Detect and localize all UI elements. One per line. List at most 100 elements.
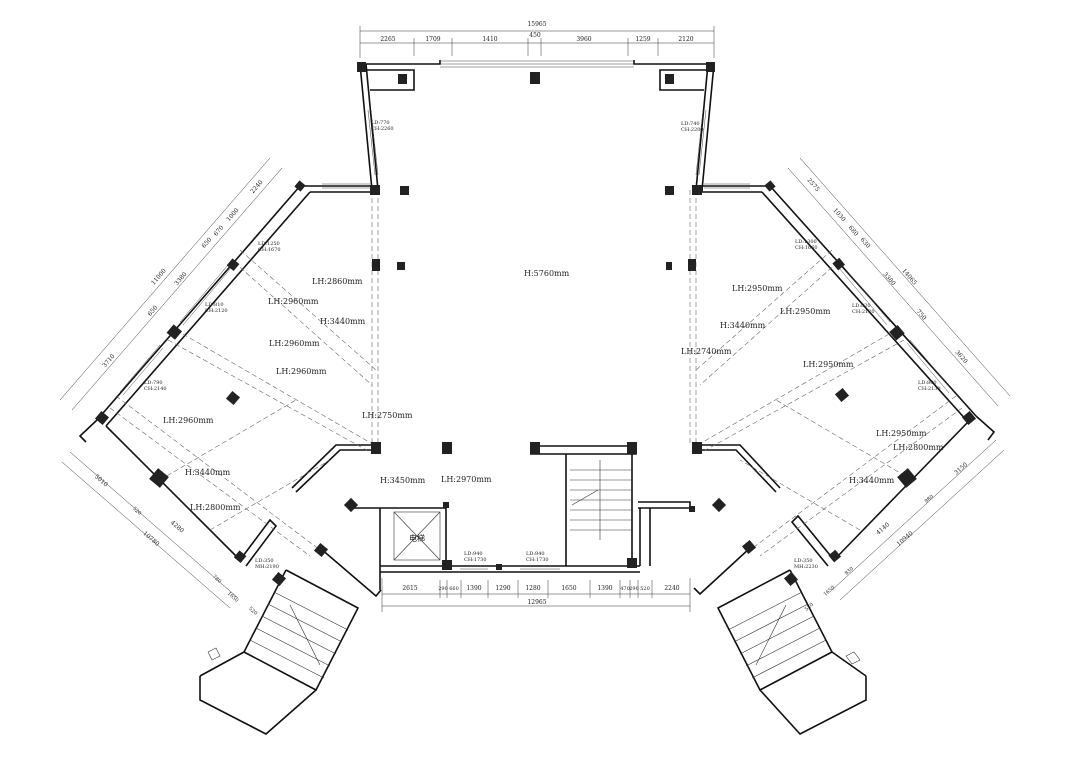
right-h-3440: H:3440mm — [720, 321, 766, 330]
right-dim-5: 14065 — [900, 268, 918, 287]
left-dim-4: 650 — [200, 236, 213, 249]
right-dim-15: 520 — [804, 602, 815, 613]
left-wing-walls — [78, 183, 382, 598]
right-lh-2950-d: LH:2950mm — [876, 429, 927, 438]
left-dim-5: 11000 — [150, 267, 168, 286]
bottom-dim-1: 2615 — [402, 585, 417, 592]
right-dim-6: 3380 — [881, 271, 896, 287]
bottom-dim-10: 290 — [629, 586, 639, 592]
opening-left-1-ld: LD:1250 — [258, 241, 280, 247]
top-dim-5: 3960 — [576, 36, 591, 43]
opening-right-2-ch: CH:2120 — [852, 309, 875, 315]
right-dim-10: 980 — [924, 494, 935, 505]
opening-top-left-ch: CH:2260 — [371, 126, 394, 132]
right-dim-7: 750 — [915, 308, 928, 321]
opening-right-3-ch: CH:2130 — [918, 386, 941, 392]
left-dim-1: 2240 — [249, 179, 264, 195]
bottom-dim-7: 1650 — [561, 585, 576, 592]
top-dim-1: 2265 — [380, 36, 395, 43]
top-dim-6: 1259 — [635, 36, 650, 43]
left-dim-2: 1000 — [225, 207, 240, 223]
right-wing-beams — [689, 190, 963, 557]
opening-left-1-ch: CH:1670 — [258, 247, 281, 253]
top-overall-dim: 15965 — [527, 21, 546, 28]
left-dim-9: 5010 — [93, 473, 109, 488]
right-lh-2950-a: LH:2950mm — [732, 284, 783, 293]
right-lh-2950-c: LH:2950mm — [803, 360, 854, 369]
top-dimension-chain: 15965 2265 1709 1410 450 3960 1259 2120 — [359, 21, 715, 58]
opening-left-2-ch: CH:2120 — [205, 308, 228, 314]
right-h-3440-b: H:3440mm — [849, 476, 895, 485]
right-wing-walls — [693, 183, 996, 596]
left-stairwell — [199, 569, 360, 735]
right-lh-2740: LH:2740mm — [681, 347, 732, 356]
left-wing-beams — [109, 190, 379, 557]
opening-right-1-ld: LD:1300 — [795, 239, 817, 245]
center-lh-2970: LH:2970mm — [441, 475, 492, 484]
opening-labels: LD:770 CH:2260 LD:740 CH:2200 LD:1250 CH… — [144, 120, 941, 570]
bottom-overall-dim: 12965 — [527, 599, 546, 606]
bottom-dim-4: 1390 — [466, 585, 481, 592]
left-lh-2750: LH:2750mm — [362, 411, 413, 420]
opening-right-door-ld: LD:350 — [794, 558, 813, 564]
opening-right-2-ld: LD:820 — [852, 303, 871, 309]
left-lh-2960-d: LH:2960mm — [163, 416, 214, 425]
left-lh-2860: LH:2860mm — [312, 277, 363, 286]
left-dim-12: 4280 — [169, 519, 185, 534]
opening-top-left-ld: LD:770 — [371, 120, 390, 126]
right-dim-3: 680 — [847, 224, 860, 237]
right-lh-2950-b: LH:2950mm — [780, 307, 831, 316]
bottom-dim-6: 1280 — [525, 585, 540, 592]
right-dim-4: 630 — [859, 236, 872, 249]
opening-bottom-2-ld: LD:940 — [526, 551, 545, 557]
center-h-3450: H:3450mm — [380, 476, 426, 485]
bottom-dim-3: 660 — [449, 586, 459, 592]
right-stairwell — [716, 569, 867, 735]
height-labels: H:5760mm LH:2860mm LH:2960mm H:3440mm LH… — [163, 269, 944, 512]
opening-right-1-ch: CH:1660 — [795, 245, 818, 251]
opening-left-3-ch: CH:2140 — [144, 386, 167, 392]
right-dim-13: 830 — [844, 566, 855, 577]
bottom-dim-9: 470 — [620, 586, 630, 592]
right-dim-2: 1030 — [831, 207, 846, 223]
opening-left-3-ld: LD:790 — [144, 380, 163, 386]
opening-left-2-ld: LD:810 — [205, 302, 224, 308]
opening-left-door-ld: LD:350 — [255, 558, 274, 564]
center-core: 电梯 — [350, 445, 691, 590]
left-h-3440-b: H:3440mm — [185, 468, 231, 477]
opening-top-right-ld: LD:740 — [681, 121, 700, 127]
opening-bottom-1-ld: LD:940 — [464, 551, 483, 557]
left-dim-11: 10780 — [141, 530, 160, 548]
right-dim-12: 4140 — [875, 521, 891, 536]
right-dim-14: 1650 — [823, 585, 837, 598]
top-dim-2: 1709 — [425, 36, 440, 43]
left-lh-2960-c: LH:2960mm — [276, 367, 327, 376]
opening-left-door-mh: MH:2190 — [255, 564, 279, 570]
left-dim-13: 780 — [211, 574, 222, 585]
left-dim-7: 650 — [146, 304, 159, 317]
opening-top-right-ch: CH:2200 — [681, 127, 704, 133]
right-dim-11: 10940 — [896, 530, 915, 548]
opening-bottom-2-ch: CH:1730 — [526, 557, 549, 563]
right-dim-8: 3620 — [953, 349, 968, 365]
bottom-dim-5: 1290 — [495, 585, 510, 592]
opening-right-3-ld: LD:800 — [918, 380, 937, 386]
top-section-walls — [359, 60, 715, 191]
columns — [94, 62, 977, 587]
center-height-label: H:5760mm — [524, 269, 570, 278]
opening-bottom-1-ch: CH:1730 — [464, 557, 487, 563]
right-dim-9: 3150 — [953, 461, 969, 476]
left-dim-14: 1650 — [226, 591, 240, 604]
left-dim-15: 520 — [247, 606, 258, 617]
bottom-dim-11: 520 — [640, 586, 650, 592]
bottom-dimension-chain: 2615 290 660 1390 1290 1280 1650 1390 47… — [381, 578, 691, 612]
bottom-dim-8: 1390 — [597, 585, 612, 592]
top-dim-7: 2120 — [678, 36, 693, 43]
top-dim-3: 1410 — [482, 36, 497, 43]
left-lh-2960-a: LH:2960mm — [268, 297, 319, 306]
left-lh-2800: LH:2800mm — [190, 503, 241, 512]
top-dim-4: 450 — [529, 32, 541, 39]
opening-right-door-mh: MH:2230 — [794, 564, 818, 570]
left-dim-10: 520 — [131, 506, 142, 517]
